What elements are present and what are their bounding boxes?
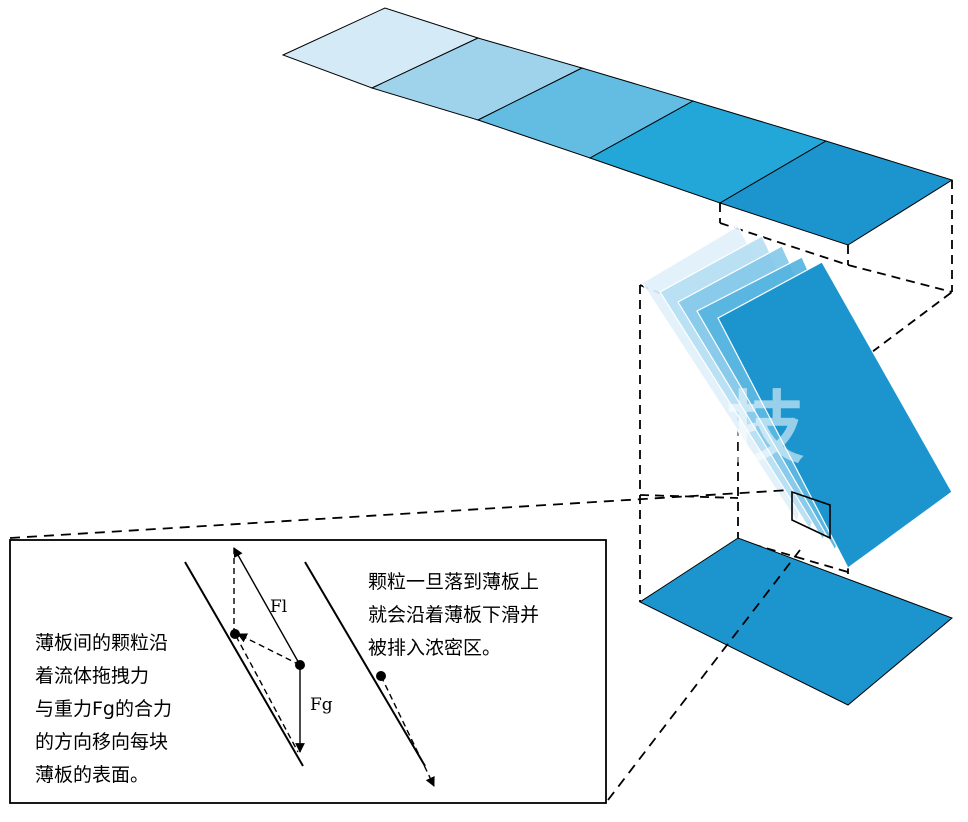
- gravity-force-label: Fg: [310, 695, 333, 715]
- svg-text:薄板间的颗粒沿: 薄板间的颗粒沿: [35, 632, 168, 654]
- top-belt: [281, 7, 954, 246]
- resultant-arrow: [237, 633, 301, 666]
- inclined-plates: [641, 225, 953, 569]
- zoom-guide-lines: [9, 489, 801, 801]
- left-annotation: 薄板间的颗粒沿 着流体拖拽力 与重力Fg的合力 的方向移向每块 薄板的表面。: [35, 632, 172, 786]
- svg-text:与重力Fg的合力: 与重力Fg的合力: [35, 698, 172, 720]
- inset-plate-right: [304, 561, 426, 767]
- plate-5-front: [717, 261, 953, 569]
- svg-text:着流体拖拽力: 着流体拖拽力: [35, 665, 149, 687]
- particle-on-plate: [230, 629, 240, 639]
- inset-detail-box: [9, 539, 607, 804]
- inset-plates: [184, 561, 426, 767]
- svg-text:的方向移向每块: 的方向移向每块: [35, 731, 168, 753]
- inset-plate-left: [184, 561, 304, 767]
- particle-center: [295, 660, 305, 670]
- watermark: 技: [726, 384, 804, 474]
- particles: [230, 629, 386, 681]
- svg-text:被排入浓密区。: 被排入浓密区。: [368, 637, 501, 659]
- lift-arrow: [233, 547, 301, 666]
- slide-path-left: [235, 635, 299, 753]
- svg-text:就会沿着薄板下滑并: 就会沿着薄板下滑并: [368, 604, 539, 626]
- svg-text:薄板的表面。: 薄板的表面。: [35, 764, 149, 786]
- particle-sliding: [376, 671, 386, 681]
- slide-path-right: [380, 675, 435, 787]
- lift-force-label: Fl: [270, 597, 287, 617]
- zoom-region: [791, 490, 831, 540]
- thickening-floor: [638, 537, 953, 706]
- force-vectors: [233, 547, 435, 787]
- right-annotation: 颗粒一旦落到薄板上 就会沿着薄板下滑并 被排入浓密区。: [368, 571, 539, 659]
- svg-text:颗粒一旦落到薄板上: 颗粒一旦落到薄板上: [368, 571, 539, 593]
